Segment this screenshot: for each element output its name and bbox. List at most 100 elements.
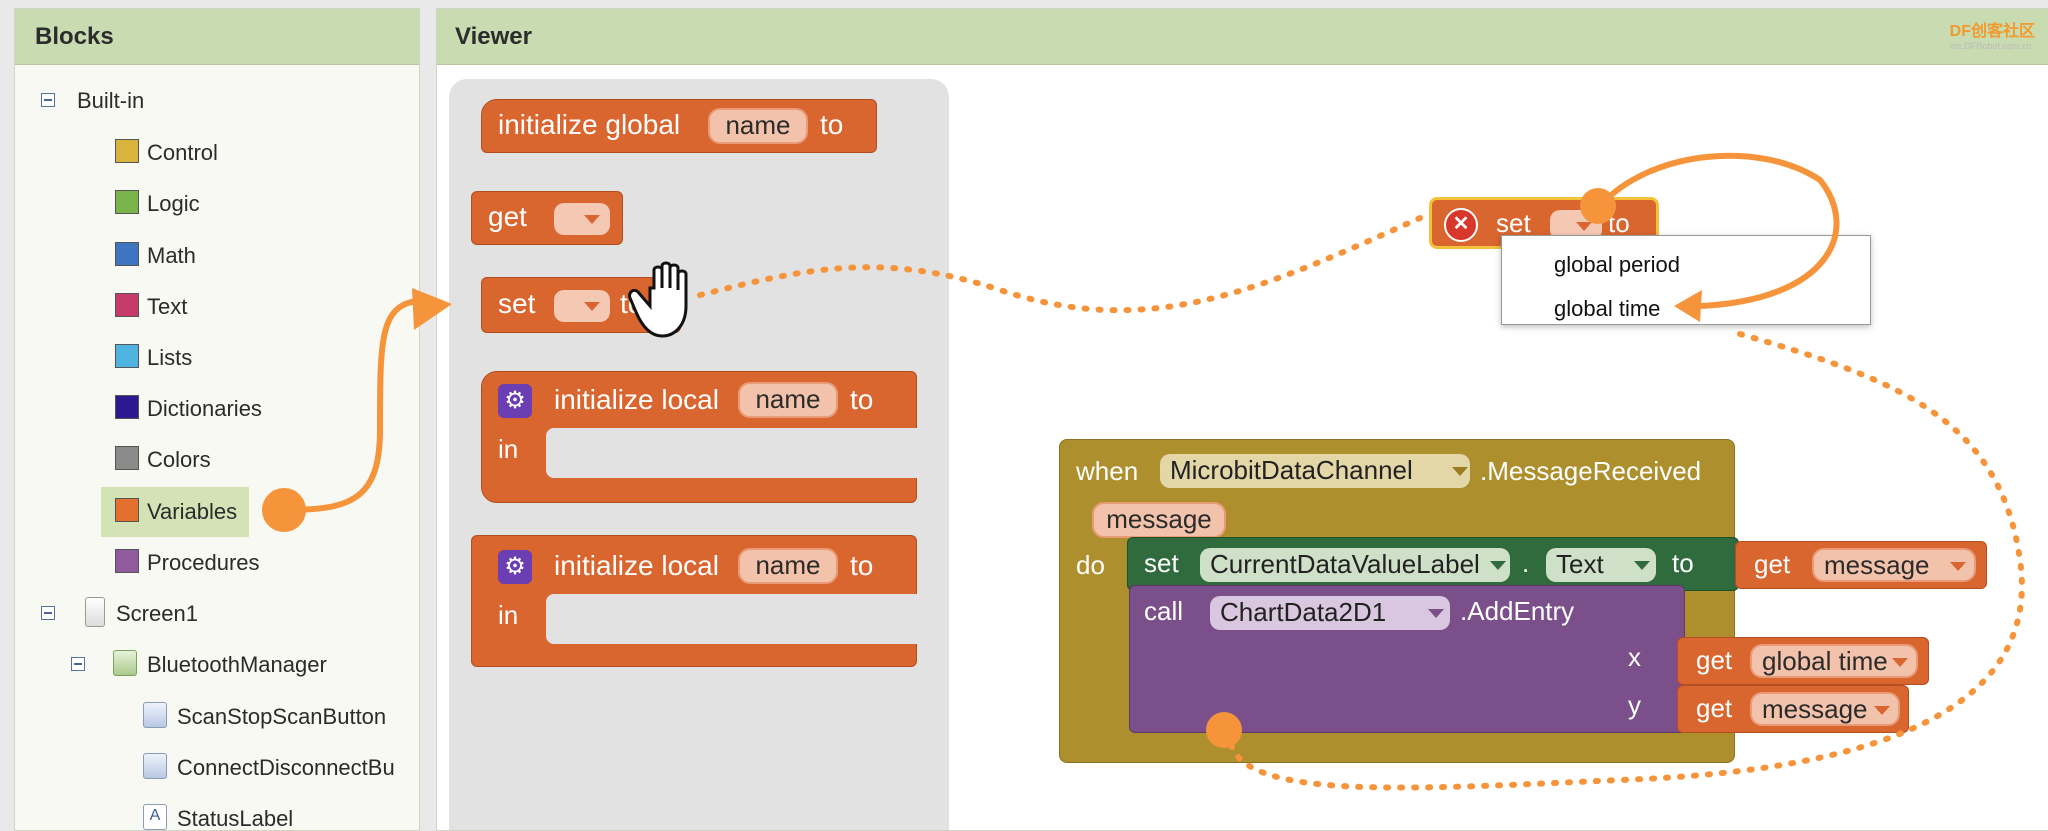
block-text: in: [498, 434, 519, 464]
brand-logo: DF创客社区 mc.DFRobot.com.cn: [1950, 17, 2035, 51]
category-variables[interactable]: Variables: [15, 492, 415, 532]
chevron-down-icon: [1874, 706, 1890, 715]
category-control[interactable]: Control: [15, 133, 415, 173]
chevron-down-icon: [1950, 562, 1966, 571]
extension-icon: [113, 650, 137, 676]
param-message[interactable]: message: [1092, 502, 1226, 538]
component-dropdown[interactable]: ChartData2D1: [1210, 596, 1450, 630]
viewer-panel[interactable]: Viewer DF创客社区 mc.DFRobot.com.cn initiali…: [436, 8, 2048, 831]
tree-component[interactable]: ScanStopScanButton: [15, 697, 415, 737]
component-name: MicrobitDataChannel: [1170, 455, 1413, 485]
block-text: get: [1754, 549, 1791, 579]
collapse-icon[interactable]: [41, 93, 55, 107]
name-field[interactable]: name: [738, 548, 838, 584]
name-field[interactable]: name: [738, 382, 838, 418]
block-text: x: [1628, 642, 1641, 672]
initialize-local-block[interactable]: ⚙ initialize local name to in: [481, 371, 918, 503]
menu-item-global-period[interactable]: global period: [1554, 252, 1680, 277]
variable-dropdown[interactable]: [554, 203, 610, 235]
component-name: ChartData2D1: [1220, 597, 1387, 627]
chevron-down-icon: [1428, 609, 1444, 618]
category-label: Logic: [147, 191, 200, 216]
block-text: get: [1696, 645, 1733, 675]
category-label: Math: [147, 243, 196, 268]
variable-dropdown[interactable]: [554, 290, 610, 322]
block-text: get: [1696, 693, 1733, 723]
set-block[interactable]: set to: [481, 277, 681, 333]
variables-color-icon: [115, 498, 139, 522]
tree-bluetooth-label: BluetoothManager: [147, 652, 327, 677]
block-text: initialize local: [554, 550, 719, 581]
chevron-down-icon: [1892, 658, 1908, 667]
block-text: to: [850, 384, 874, 415]
category-colors[interactable]: Colors: [15, 440, 415, 480]
component-label: StatusLabel: [177, 806, 294, 831]
error-icon[interactable]: ✕: [1444, 208, 1478, 242]
statement-slot: [546, 594, 918, 644]
category-logic[interactable]: Logic: [15, 184, 415, 224]
collapse-icon[interactable]: [41, 606, 55, 620]
block-text: in: [498, 600, 519, 630]
component-label: ScanStopScanButton: [177, 704, 387, 729]
block-text: initialize local: [554, 384, 719, 415]
gear-icon[interactable]: ⚙: [498, 550, 532, 584]
block-text: to: [850, 550, 874, 581]
screen-icon: [85, 597, 105, 627]
component-dropdown[interactable]: CurrentDataValueLabel: [1200, 548, 1510, 582]
button-icon: [143, 702, 167, 728]
tree-builtin[interactable]: Built-in: [15, 81, 415, 121]
collapse-icon[interactable]: [71, 657, 85, 671]
blocks-panel: Blocks Built-in Control Logic Math Text …: [14, 8, 420, 831]
component-label: ConnectDisconnectBu: [177, 755, 395, 780]
blocks-panel-title: Blocks: [15, 9, 419, 65]
block-text: set: [498, 288, 536, 319]
block-text: .AddEntry: [1460, 596, 1575, 626]
get-message-block[interactable]: get message: [1677, 685, 1909, 733]
category-procedures[interactable]: Procedures: [15, 543, 415, 583]
menu-item-global-time[interactable]: global time: [1554, 296, 1661, 321]
procedures-color-icon: [115, 549, 139, 573]
block-text: to: [1672, 548, 1694, 578]
control-color-icon: [115, 139, 139, 163]
property-name: Text: [1556, 549, 1604, 579]
tree-bluetooth[interactable]: BluetoothManager: [15, 645, 415, 685]
block-text: y: [1628, 690, 1641, 720]
category-dictionaries[interactable]: Dictionaries: [15, 389, 415, 429]
initialize-local-block[interactable]: ⚙ initialize local name to in: [471, 535, 918, 667]
component-dropdown[interactable]: MicrobitDataChannel: [1160, 454, 1470, 488]
block-text: set: [1496, 208, 1531, 238]
category-math[interactable]: Math: [15, 236, 415, 276]
category-lists[interactable]: Lists: [15, 338, 415, 378]
button-icon: [143, 753, 167, 779]
block-text: .MessageReceived: [1480, 456, 1702, 486]
block-text: get: [488, 201, 527, 232]
initialize-global-block[interactable]: initialize global name to: [481, 99, 877, 153]
block-text: to: [820, 109, 844, 140]
name-field[interactable]: name: [708, 108, 808, 144]
call-add-entry-block[interactable]: call ChartData2D1 .AddEntry x y: [1129, 585, 1685, 733]
block-text: .: [1522, 548, 1530, 578]
variable-dropdown-menu: global period global time: [1501, 235, 1871, 325]
variable-name: global time: [1762, 646, 1888, 676]
get-global-time-block[interactable]: get global time: [1677, 637, 1929, 685]
set-label-text-block[interactable]: set CurrentDataValueLabel . Text to: [1127, 537, 1739, 591]
category-label: Procedures: [147, 550, 260, 575]
block-text: to: [620, 288, 644, 319]
logo-brand: DF创客社区: [1949, 23, 2035, 40]
block-text: do: [1076, 550, 1105, 580]
dictionaries-color-icon: [115, 395, 139, 419]
text-color-icon: [115, 293, 139, 317]
lists-color-icon: [115, 344, 139, 368]
chevron-down-icon: [1490, 561, 1506, 570]
variable-name: message: [1824, 550, 1930, 580]
gear-icon[interactable]: ⚙: [498, 384, 532, 418]
category-label: Colors: [147, 447, 211, 472]
tree-screen1[interactable]: Screen1: [15, 594, 415, 634]
block-text: call: [1144, 596, 1184, 626]
tree-component[interactable]: A StatusLabel: [15, 799, 415, 831]
get-message-block[interactable]: get message: [1735, 541, 1987, 589]
viewer-panel-title: Viewer: [437, 9, 2048, 65]
get-block[interactable]: get: [471, 191, 623, 245]
category-text[interactable]: Text: [15, 287, 415, 327]
tree-component[interactable]: ConnectDisconnectBu: [15, 748, 415, 788]
